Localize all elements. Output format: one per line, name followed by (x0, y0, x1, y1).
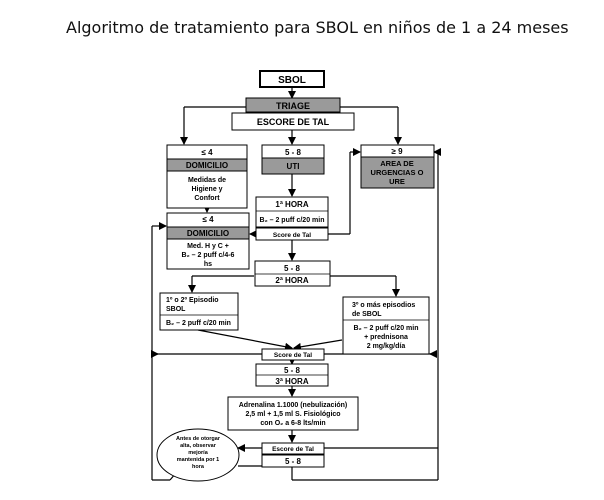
node-score-1: Score de Tal (255, 227, 329, 241)
text-episodio1-0: 1º o 2º Episodio (166, 297, 219, 304)
node-sbol: SBOL (259, 70, 325, 88)
node-hora1: 1ª HORA B₂ – 2 puff c/20 min (255, 196, 329, 228)
node-adrenalina: Adrenalina 1.1000 (nebulización) 2,5 ml … (227, 396, 359, 431)
text-medhyc-0: Med. H y C + (187, 243, 229, 250)
text-oval-3: mantenida por 1 (177, 457, 219, 463)
node-domicilio-b: ≤ 4 DOMICILIO Med. H y C + B₂ – 2 puff c… (166, 212, 250, 270)
text-episodio1-1: SBOL (166, 306, 186, 313)
text-area-2: URE (389, 177, 405, 186)
text-geq9: ≥ 9 (391, 147, 403, 156)
text-medidas-1: Higiene y (191, 186, 222, 193)
node-r58-final: 5 - 8 (261, 454, 325, 468)
text-oval-0: Antes de otorgar (176, 436, 221, 442)
text-oval-4: hora (192, 464, 205, 470)
text-b2-3-0: B₂ – 2 puff c/20 min (354, 325, 419, 332)
text-escore: ESCORE DE TAL (257, 117, 330, 127)
text-adrenalina-2: con O₂ a 6-8 lts/min (260, 420, 325, 427)
text-r58-d: 5 - 8 (285, 457, 302, 466)
node-hora3: 5 - 8 3ª HORA (255, 363, 329, 387)
text-uti: UTI (287, 162, 300, 171)
text-area-1: URGENCIAS O (371, 168, 424, 177)
text-hora3: 3ª HORA (275, 377, 308, 386)
text-episodio3-1: de SBOL (352, 311, 382, 318)
text-medhyc-2: hs (204, 261, 212, 268)
text-b2-3-1: + prednisona (364, 334, 408, 341)
text-adrenalina-1: 2,5 ml + 1,5 ml S. Fisiológico (245, 411, 340, 418)
text-oval-1: alta, observar (180, 443, 217, 449)
text-sbol: SBOL (278, 75, 306, 86)
text-episodio3-0: 3º o más episodios (352, 302, 415, 309)
text-r58-b: 5 - 8 (284, 264, 301, 273)
text-domicilio-b: DOMICILIO (187, 229, 229, 238)
node-triage: TRIAGE (245, 97, 341, 113)
text-hora1: 1ª HORA (275, 200, 308, 209)
text-score-3: Escore de Tal (272, 446, 314, 453)
node-urgencias: ≥ 9 AREA DE URGENCIAS O URE (360, 144, 435, 189)
node-hora2: 5 - 8 2ª HORA (254, 260, 331, 287)
text-b2-3-2: 2 mg/kg/día (367, 343, 406, 350)
text-domicilio-a: DOMICILIO (186, 161, 228, 170)
text-r58-c: 5 - 8 (284, 366, 301, 375)
text-score-1: Score de Tal (273, 232, 311, 239)
text-medhyc-1: B₂ – 2 puff c/4-6 (182, 252, 235, 259)
text-oval-2: mejoría (188, 450, 209, 456)
text-hora2: 2ª HORA (275, 276, 308, 285)
node-score-3: Escore de Tal (261, 442, 325, 455)
text-medidas-2: Confort (194, 195, 220, 202)
text-medidas-0: Medidas de (188, 177, 226, 184)
node-domicilio-a: ≤ 4 DOMICILIO Medidas de Higiene y Confo… (166, 144, 248, 209)
text-area-0: AREA DE (380, 159, 413, 168)
text-b2-1: B₂ – 2 puff c/20 min (260, 217, 325, 224)
page-title: Algoritmo de tratamiento para SBOL en ni… (66, 18, 569, 37)
node-episodio-1: 1º o 2º Episodio SBOL B₂ – 2 puff c/20 m… (159, 292, 239, 331)
node-oval-alta: Antes de otorgar alta, observar mejoría … (156, 428, 240, 482)
node-score-2: Score de Tal (261, 348, 325, 361)
text-b2-2: B₂ – 2 puff c/20 min (166, 320, 231, 327)
node-escore: ESCORE DE TAL (231, 112, 355, 131)
node-episodio-3: 3º o más episodios de SBOL B₂ – 2 puff c… (342, 296, 430, 355)
text-leq4-a: ≤ 4 (201, 148, 213, 157)
text-score-2: Score de Tal (274, 352, 312, 359)
text-triage: TRIAGE (276, 101, 310, 111)
text-r58-a: 5 - 8 (285, 148, 302, 157)
text-leq4-b: ≤ 4 (202, 215, 214, 224)
node-uti: 5 - 8 UTI (261, 144, 325, 175)
text-adrenalina-0: Adrenalina 1.1000 (nebulización) (239, 402, 348, 409)
